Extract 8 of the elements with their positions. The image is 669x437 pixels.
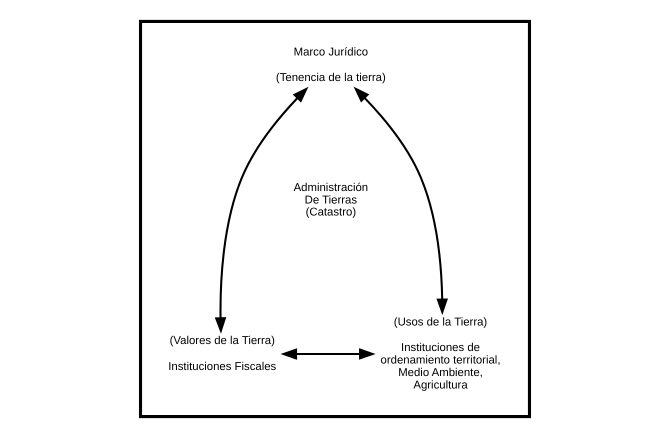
node-text: (Valores de la Tierra) Instituciones Fiscales <box>168 334 276 372</box>
label: Administración De Tierras (Catastro) <box>293 181 368 218</box>
arrow <box>353 86 448 315</box>
arrow <box>214 86 308 334</box>
node-text: (Usos de la Tierra) Instituciones de ordenamiento territorial, Medio Ambiente, Agricultura <box>380 316 500 391</box>
node-text: Marco Jurídico (Tenencia de la tierra) <box>275 46 386 84</box>
arrow <box>280 348 376 360</box>
cluster <box>138 19 531 418</box>
